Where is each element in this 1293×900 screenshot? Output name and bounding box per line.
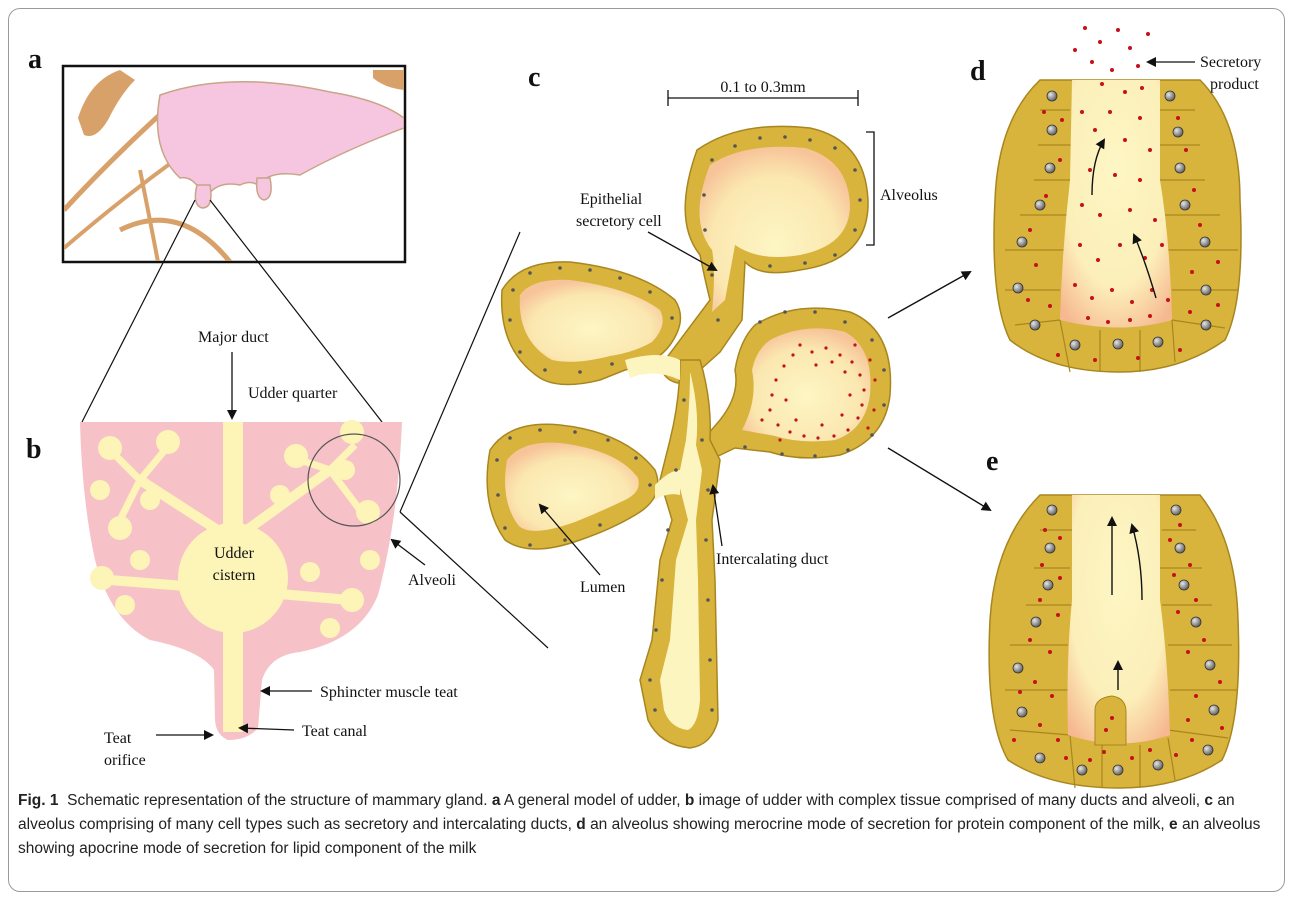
label-intercalating: Intercalating duct xyxy=(716,551,829,568)
caption-title: Schematic representation of the structur… xyxy=(67,792,487,809)
arrow-to-panel-d xyxy=(888,272,970,318)
label-sphincter: Sphincter muscle teat xyxy=(320,684,458,701)
label-epithelial: Epithelial xyxy=(580,191,643,208)
mammary-gland-figure: a b xyxy=(0,0,1293,790)
arrow-alveoli xyxy=(392,540,425,565)
label-teat: Teat xyxy=(104,730,132,747)
panel-label-a: a xyxy=(28,44,42,75)
label-udder-quarter: Udder quarter xyxy=(248,385,338,402)
panel-label-c: c xyxy=(528,62,540,93)
caption-a-key: a xyxy=(492,792,501,809)
caption-e-key: e xyxy=(1169,816,1178,833)
caption-b-text: image of udder with complex tissue compr… xyxy=(699,792,1200,809)
label-orifice: orifice xyxy=(104,752,146,769)
label-scale: 0.1 to 0.3mm xyxy=(720,79,806,96)
panel-a-udder-model xyxy=(63,66,405,262)
caption-a-text: A general model of udder, xyxy=(504,792,681,809)
label-secretory: Secretory xyxy=(1200,54,1261,71)
label-product: product xyxy=(1210,76,1259,93)
panel-label-e: e xyxy=(986,446,998,477)
panel-d-merocrine-alveolus xyxy=(994,26,1241,372)
panel-e-apocrine-alveolus xyxy=(989,495,1239,788)
label-udder: Udder xyxy=(214,545,255,562)
label-lumen: Lumen xyxy=(580,579,625,596)
caption-c-key: c xyxy=(1204,792,1213,809)
label-major-duct: Major duct xyxy=(198,329,269,346)
figure-caption: Fig. 1 Schematic representation of the s… xyxy=(18,789,1280,861)
panel-label-b: b xyxy=(26,434,42,465)
panel-c-alveolus-cluster xyxy=(487,126,890,748)
arrow-intercalating xyxy=(713,486,722,546)
caption-d-key: d xyxy=(576,816,585,833)
label-teat-canal: Teat canal xyxy=(302,723,368,740)
panel-label-d: d xyxy=(970,56,986,87)
arrow-to-panel-e xyxy=(888,448,990,510)
label-alveoli: Alveoli xyxy=(408,572,457,589)
label-cistern: cistern xyxy=(213,567,256,584)
label-secretory-cell: secretory cell xyxy=(576,213,662,230)
label-alveolus: Alveolus xyxy=(880,187,938,204)
caption-d-text: an alveolus showing merocrine mode of se… xyxy=(590,816,1165,833)
caption-fig-number: Fig. 1 xyxy=(18,792,58,809)
caption-b-key: b xyxy=(685,792,694,809)
